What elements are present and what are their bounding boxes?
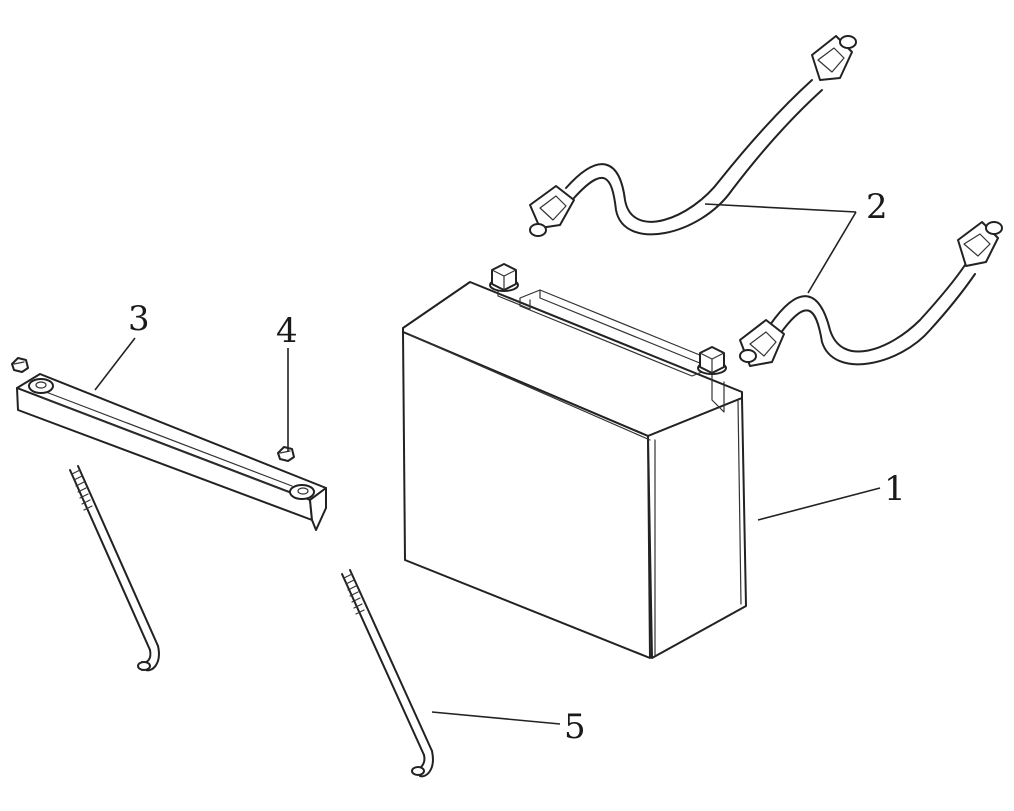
label-strap: 3 (128, 299, 150, 339)
j-bolt-left (69, 465, 160, 672)
hold-down-strap (16, 373, 327, 531)
leader-lines (94, 203, 881, 725)
terminal-bolt-right (697, 346, 727, 375)
label-nut: 4 (276, 311, 298, 351)
battery-cable-lower (739, 221, 1003, 367)
nut-right (277, 446, 295, 462)
label-battery: 1 (884, 469, 906, 509)
label-cables: 2 (866, 187, 888, 227)
nut-left (11, 357, 29, 373)
j-bolt-right (341, 569, 434, 778)
battery-cable-upper (529, 35, 857, 237)
terminal-bolt-left (489, 263, 519, 292)
label-rod: 5 (564, 707, 586, 747)
battery (402, 263, 747, 659)
